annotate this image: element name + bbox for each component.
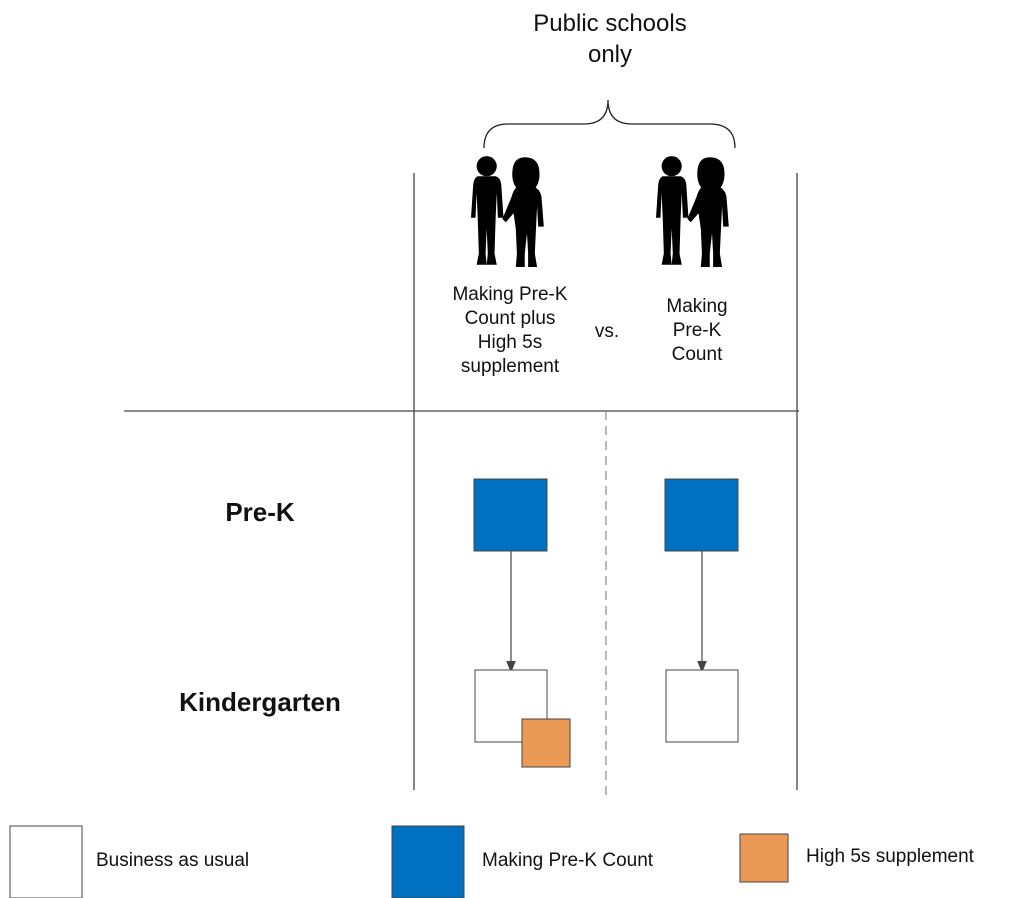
legend-swatch-high5s	[739, 833, 789, 883]
row-label-prek: Pre-K	[225, 497, 295, 527]
children-silhouette-icon	[656, 156, 729, 267]
prek-box-left	[473, 478, 548, 552]
curly-brace	[483, 99, 736, 149]
column-label-left: Making Pre-K Count plus High 5s suppleme…	[452, 284, 568, 377]
legend-label-business: Business as usual	[96, 850, 250, 871]
legend-label-mpc: Making Pre-K Count	[482, 850, 654, 871]
vs-label: vs.	[594, 321, 620, 342]
prek-box-right	[664, 478, 739, 552]
row-label-kindergarten: Kindergarten	[179, 687, 341, 717]
legend-label-high5s: High 5s supplement	[806, 846, 974, 867]
legend-swatch-business	[9, 825, 83, 898]
column-label-right: Making Pre-K Count	[666, 296, 728, 365]
high5s-box	[521, 718, 571, 768]
legend-swatch-mpc	[391, 825, 465, 898]
header-label: Public schools only	[533, 10, 687, 68]
kindergarten-box-right	[665, 669, 739, 743]
children-silhouette-icon	[471, 156, 544, 267]
